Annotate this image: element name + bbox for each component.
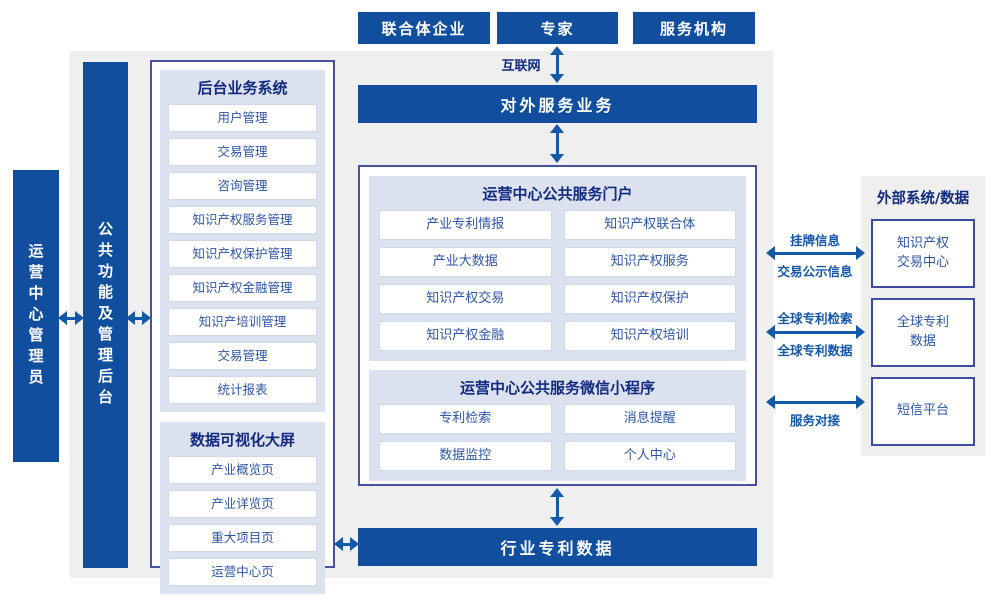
list-item: 统计报表 [168,376,317,404]
list-item: 数据监控 [379,441,552,471]
actor-service-organization-box: 服务机构 [633,12,755,44]
trade-publicity-info-label: 交易公示信息 [777,264,853,279]
list-item: 产业详览页 [168,490,317,518]
list-item: 知识产培训管理 [168,308,317,336]
public-functions-backend-bar: 公共功能及管理后台 [83,62,128,568]
actor-label: 联合体企业 [381,19,467,38]
section-title: 数据可视化大屏 [189,431,295,449]
list-item: 交易管理 [168,342,317,370]
list-item: 知识产权培训 [563,321,736,351]
section-title: 运营中心公共服务微信小程序 [459,379,655,397]
public-service-portal-section: 运营中心公共服务门户 产业专利情报 知识产权联合体 产业大数据 知识产权服务 知… [369,176,746,361]
double-arrow-icon [126,310,151,326]
double-arrow-icon [334,536,359,552]
external-service-bar: 对外服务业务 [358,85,757,123]
box-label-line: 数据 [909,333,936,349]
list-item: 产业大数据 [379,247,552,277]
list-item: 产业专利情报 [379,210,552,240]
list-item: 咨询管理 [168,172,317,200]
box-label-line: 短信平台 [896,403,949,419]
operations-admin-bar: 运营中心管理员 [13,170,59,462]
datascreen-item-list: 产业概览页 产业详览页 重大项目页 运营中心页 [160,456,325,594]
global-patent-data-label: 全球专利数据 [777,343,853,358]
center-services-panel: 运营中心公共服务门户 产业专利情报 知识产权联合体 产业大数据 知识产权服务 知… [358,165,757,486]
double-arrow-icon [549,488,565,526]
list-item: 个人中心 [563,441,736,471]
double-arrow-icon [549,46,565,83]
section-title: 后台业务系统 [197,79,288,97]
double-arrow-icon [766,245,865,261]
section-title: 运营中心公共服务门户 [482,185,633,203]
list-item: 交易管理 [168,138,317,166]
service-docking-label: 服务对接 [789,413,840,428]
double-arrow-icon [766,324,865,340]
global-patent-data-box: 全球专利 数据 [871,298,975,367]
double-arrow-icon [58,310,84,326]
actor-consortium-enterprise-box: 联合体企业 [358,12,490,44]
list-item: 知识产权保护 [563,284,736,314]
actor-expert-box: 专家 [497,12,618,44]
list-item: 知识产权金融管理 [168,274,317,302]
box-label-line: 交易中心 [896,254,949,270]
miniprogram-item-grid: 专利检索 消息提醒 数据监控 个人中心 [369,404,746,481]
list-item: 用户管理 [168,104,317,132]
list-item: 知识产权服务管理 [168,206,317,234]
list-item: 运营中心页 [168,558,317,586]
list-item: 知识产权服务 [563,247,736,277]
left-systems-panel: 后台业务系统 用户管理 交易管理 咨询管理 知识产权服务管理 知识产权保护管理 … [150,60,335,594]
double-arrow-icon [549,124,565,163]
list-item: 知识产权交易 [379,284,552,314]
panel-title: 外部系统/数据 [876,191,970,207]
wechat-miniprogram-section: 运营中心公共服务微信小程序 专利检索 消息提醒 数据监控 个人中心 [369,370,746,481]
backend-item-list: 用户管理 交易管理 咨询管理 知识产权服务管理 知识产权保护管理 知识产权金融管… [160,104,325,412]
internet-label: 互联网 [501,59,541,74]
global-patent-search-label: 全球专利检索 [777,311,853,326]
external-systems-panel: 外部系统/数据 知识产权 交易中心 全球专利 数据 短信平台 [861,176,985,456]
list-item: 知识产权保护管理 [168,240,317,268]
listing-info-label: 挂牌信息 [789,233,840,248]
ip-trading-center-box: 知识产权 交易中心 [871,219,975,288]
bar-label: 对外服务业务 [500,96,615,115]
list-item: 专利检索 [379,404,552,434]
list-item: 知识产权联合体 [563,210,736,240]
sms-platform-box: 短信平台 [871,377,975,446]
actor-label: 专家 [540,19,575,38]
list-item: 产业概览页 [168,456,317,484]
double-arrow-icon [766,394,865,410]
backend-business-system-section: 后台业务系统 用户管理 交易管理 咨询管理 知识产权服务管理 知识产权保护管理 … [160,70,325,412]
portal-item-grid: 产业专利情报 知识产权联合体 产业大数据 知识产权服务 知识产权交易 知识产权保… [369,210,746,361]
data-visualization-screen-section: 数据可视化大屏 产业概览页 产业详览页 重大项目页 运营中心页 [160,422,325,594]
actor-label: 服务机构 [659,19,728,38]
list-item: 知识产权金融 [379,321,552,351]
bar-label: 行业专利数据 [500,539,615,558]
list-item: 重大项目页 [168,524,317,552]
industry-patent-data-bar: 行业专利数据 [358,528,757,566]
bar-label: 运营中心管理员 [26,242,45,390]
list-item: 消息提醒 [563,404,736,434]
box-label-line: 全球专利 [896,314,949,330]
box-label-line: 知识产权 [896,235,949,251]
bar-label: 公共功能及管理后台 [96,220,114,410]
